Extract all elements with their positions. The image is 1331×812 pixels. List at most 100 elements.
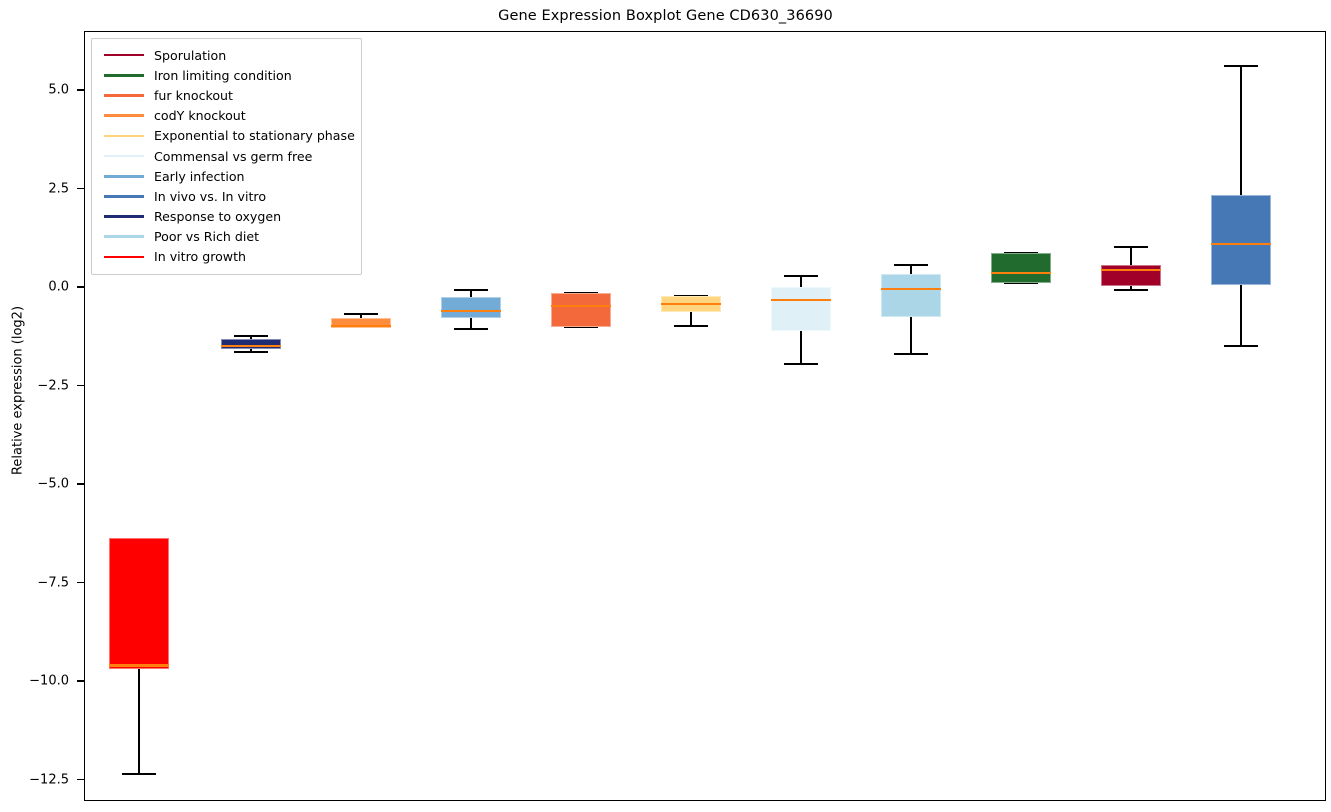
legend-label: Early infection <box>154 168 245 184</box>
boxplot-box <box>881 32 941 802</box>
y-tick-mark <box>77 89 84 91</box>
y-tick-mark <box>77 581 84 584</box>
boxplot-box <box>1101 32 1161 802</box>
legend-swatch-icon <box>104 154 144 158</box>
median-line <box>551 305 611 308</box>
box-rect <box>1211 195 1271 285</box>
whisker-upper <box>250 336 252 340</box>
cap-lower <box>1004 281 1038 284</box>
legend-item[interactable]: Iron limiting condition <box>100 65 353 85</box>
y-tick-mark <box>77 187 84 190</box>
box-rect <box>441 297 501 318</box>
cap-upper <box>454 288 488 292</box>
box-rect <box>771 286 831 331</box>
cap-upper <box>894 264 928 267</box>
legend-label: Response to oxygen <box>154 209 282 225</box>
box-rect <box>881 273 941 318</box>
legend-label: fur knockout <box>154 87 233 103</box>
legend-item[interactable]: fur knockout <box>100 85 353 105</box>
cap-upper <box>1114 245 1148 249</box>
legend-label: Sporulation <box>154 47 227 63</box>
legend-swatch-icon <box>104 235 144 239</box>
legend-swatch-icon <box>104 73 144 77</box>
legend-item[interactable]: Poor vs Rich diet <box>100 227 353 247</box>
boxplot-box <box>661 32 721 802</box>
legend-swatch-icon <box>104 215 144 218</box>
legend-label: Commensal vs germ free <box>154 148 313 164</box>
y-tick-mark <box>77 286 84 288</box>
cap-lower <box>1114 288 1148 292</box>
y-tick-label: −2.5 <box>37 378 69 393</box>
cap-upper <box>674 294 708 297</box>
whisker-lower <box>138 669 140 774</box>
whisker-upper <box>1130 247 1132 266</box>
legend-label: codY knockout <box>154 108 246 124</box>
boxplot-box <box>1211 32 1271 802</box>
y-tick-mark <box>77 483 84 485</box>
y-tick-mark <box>77 384 84 387</box>
legend-item[interactable]: codY knockout <box>100 106 353 126</box>
legend-item[interactable]: Commensal vs germ free <box>100 146 353 166</box>
y-tick-label: 5.0 <box>48 82 69 98</box>
legend-item[interactable]: Exponential to stationary phase <box>100 126 355 146</box>
y-tick-label: 2.5 <box>48 181 69 196</box>
cap-lower <box>234 351 268 354</box>
legend-item[interactable]: In vitro growth <box>100 247 353 267</box>
legend-label: Iron limiting condition <box>154 67 292 83</box>
legend-item[interactable]: Sporulation <box>100 45 353 65</box>
median-line <box>441 309 501 312</box>
y-tick-mark <box>77 778 84 781</box>
boxplot-box <box>551 32 611 802</box>
legend-item[interactable]: Response to oxygen <box>100 207 353 227</box>
median-line <box>331 324 391 327</box>
median-line <box>881 288 941 291</box>
legend-label: In vivo vs. In vitro <box>154 188 267 204</box>
median-line <box>109 664 169 667</box>
whisker-lower <box>910 317 912 355</box>
boxplot-box <box>221 32 281 802</box>
whisker-upper <box>470 289 472 298</box>
whisker-lower <box>1130 286 1132 290</box>
median-line <box>1101 268 1161 271</box>
box-rect <box>221 339 281 350</box>
median-line <box>221 344 281 347</box>
y-tick-label: 0.0 <box>48 279 69 295</box>
cap-lower <box>784 362 818 366</box>
cap-upper <box>344 312 378 316</box>
legend-swatch-icon <box>104 53 144 57</box>
cap-lower <box>1224 344 1258 347</box>
legend-swatch-icon <box>104 255 144 259</box>
legend-label: In vitro growth <box>154 249 247 265</box>
median-line <box>771 298 831 301</box>
legend-swatch-icon <box>104 174 144 178</box>
chart-title: Gene Expression Boxplot Gene CD630_36690 <box>498 8 833 24</box>
legend-swatch-icon <box>104 134 144 138</box>
legend-label: Poor vs Rich diet <box>154 229 260 245</box>
legend-swatch-icon <box>104 94 144 97</box>
boxplot-box <box>109 32 169 802</box>
y-tick-label: −12.5 <box>29 772 69 787</box>
median-line <box>1211 242 1271 245</box>
legend-item[interactable]: In vivo vs. In vitro <box>100 186 353 206</box>
y-tick-mark <box>77 680 84 682</box>
y-tick-label: −10.0 <box>29 673 69 689</box>
cap-lower <box>564 325 598 329</box>
whisker-lower <box>250 349 252 353</box>
boxplot-box <box>441 32 501 802</box>
whisker-lower <box>690 312 692 327</box>
cap-upper <box>784 275 818 278</box>
box-rect <box>331 317 391 329</box>
whisker-lower <box>470 317 472 329</box>
boxplot-box <box>331 32 391 802</box>
legend-label: Exponential to stationary phase <box>154 128 355 144</box>
legend-item[interactable]: Early infection <box>100 166 353 186</box>
legend-swatch-icon <box>104 195 144 198</box>
whisker-lower <box>1240 284 1242 346</box>
whisker-upper <box>1240 66 1242 195</box>
cap-lower <box>674 325 708 328</box>
cap-lower <box>894 353 928 356</box>
whisker-upper <box>800 276 802 287</box>
whisker-lower <box>800 330 802 365</box>
